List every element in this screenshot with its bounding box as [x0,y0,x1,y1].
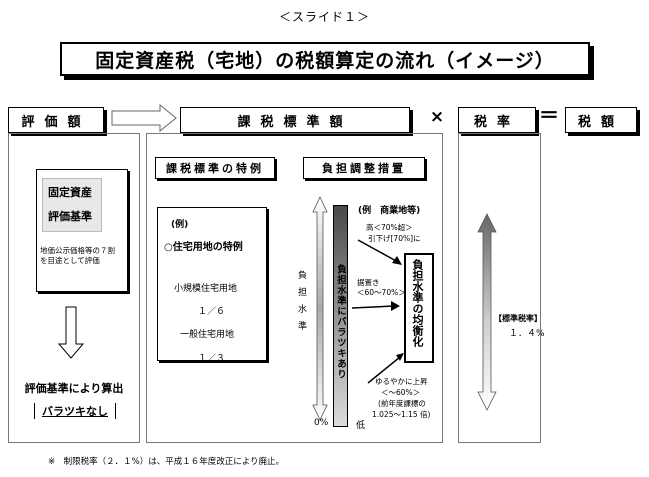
slide-label: ＜スライド１＞ [278,10,370,24]
valuation-header: 評価額 [8,107,104,133]
general-residential-label: 一般住宅用地 [180,330,235,340]
page-title: 固定資産税（宅地）の税額算定の流れ（イメージ） [60,42,590,76]
balanced-box [404,253,434,363]
standard-rate-label: 【標準税率】 [494,314,542,323]
low-label: 低 [356,421,366,431]
footnote: ※ 制限税率（２．１%）は、平成１６年度改正により廃止。 [48,457,285,467]
tax-amount-header: 税額 [565,107,637,133]
valuation-result: 評価基準により算出 [24,382,124,395]
doc-note: 地価公示価格等の７割を目途として評価 [40,246,115,265]
small-residential-ratio: １／６ [198,307,226,317]
zero-percent-label: 0% [314,418,329,428]
gradual-line-3: (前年度課標の [378,399,426,408]
variance-bar-label: 負担水準にバラツキあり [335,264,346,380]
hold-line-1: 据置き [357,278,380,287]
doc-line-1: 固定資産 [48,186,92,199]
times-sign: × [429,107,445,127]
general-residential-ratio: １／３ [198,354,226,364]
burden-example: (例 商業地等) [358,206,421,216]
doc-line-2: 評価基準 [48,210,92,223]
special-example: (例) [171,220,189,230]
flow-arrow-down [57,306,85,359]
special-provisions-header: 課税標準の特例 [155,157,275,179]
equals-sign: ＝ [539,102,559,127]
special-provisions-document [157,207,267,361]
high-line-1: 高＜70%超＞ [366,223,413,232]
tax-rate-panel [458,133,541,443]
gradual-line-1: ゆるやかに上昇 [375,377,428,386]
special-title: ○住宅用地の特例 [164,242,243,253]
tax-base-panel [146,133,443,443]
tax-rate-arrow [477,213,497,411]
hold-line-2: ＜60～70%＞ [357,288,406,297]
high-line-2: 引下げ[70%]に [368,234,421,243]
small-residential-label: 小規模住宅用地 [174,284,238,294]
no-variance-text: バラツキなし [42,405,108,418]
burden-level-arrow [312,196,328,421]
tax-base-header: 課税標準額 [180,107,410,133]
valuation-panel [8,133,140,443]
no-variance-label: バラツキなし [34,403,116,419]
burden-level-label: 負担水準 [296,270,306,338]
flow-arrow-right [111,103,177,133]
variance-bar [333,205,348,427]
valuation-standard-box [42,178,102,232]
standard-rate-value: １．４% [509,329,545,339]
tax-rate-header: 税率 [458,107,536,133]
gradual-line-4: 1.025～1.15 倍) [372,410,431,419]
balanced-label: 負担水準の均衡化 [411,259,424,347]
burden-adjustment-header: 負担調整措置 [303,157,425,179]
gradual-line-2: ＜～60%＞ [381,388,421,397]
